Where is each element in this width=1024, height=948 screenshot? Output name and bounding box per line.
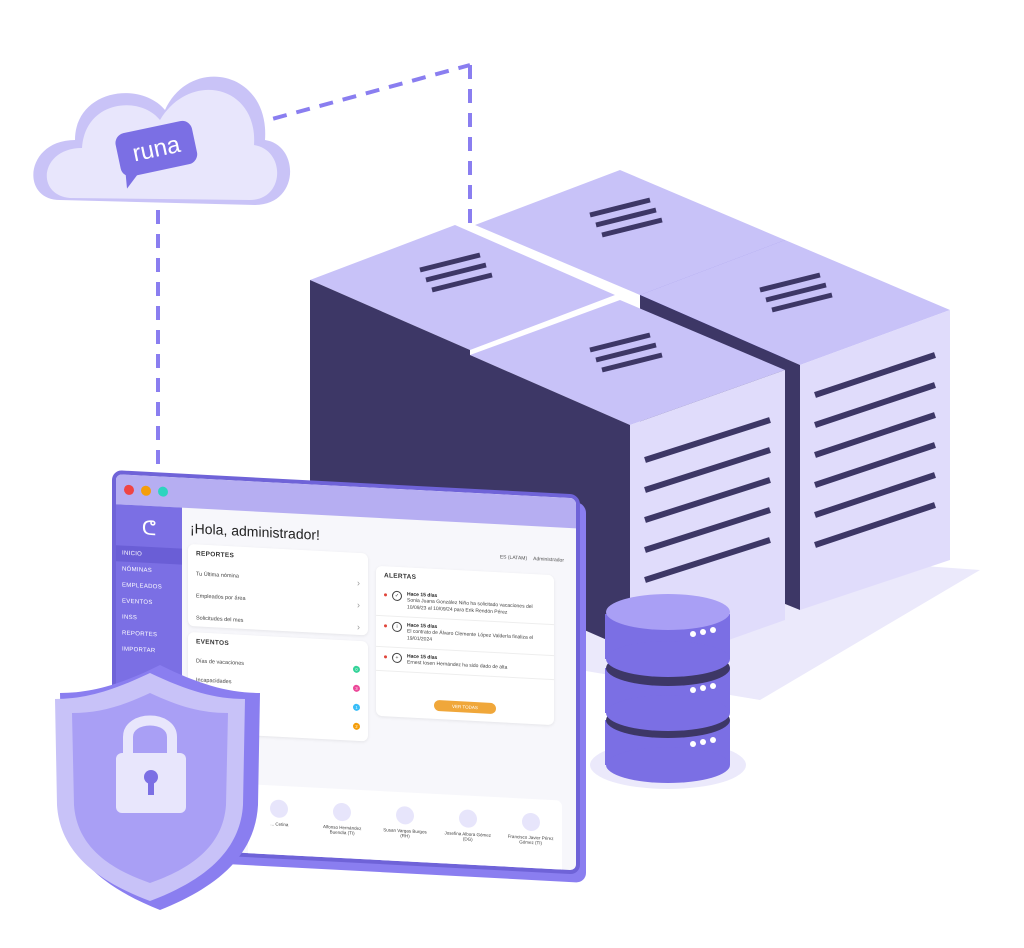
reportes-card: REPORTES Tu Última nómina› Empleados por… bbox=[188, 543, 368, 636]
user-add-icon: + bbox=[392, 652, 402, 664]
shield-lock-icon bbox=[55, 665, 260, 910]
see-all-button[interactable]: VER TODAS bbox=[434, 699, 496, 715]
chevron-right-icon: › bbox=[357, 577, 360, 588]
dashed-connector bbox=[156, 63, 472, 478]
avatar bbox=[270, 799, 289, 819]
person-card[interactable]: Josefina Albora Gómez (DG) bbox=[444, 808, 492, 874]
chevron-right-icon: › bbox=[357, 621, 360, 632]
avatar bbox=[333, 802, 352, 822]
database-icon bbox=[590, 594, 746, 789]
check-icon: ✓ bbox=[392, 590, 402, 602]
avatar bbox=[395, 805, 414, 825]
top-bar: ES (LATAM) Administrador bbox=[500, 554, 564, 563]
person-card[interactable]: Francisco Javier Pérez Gómez (TI) bbox=[507, 812, 555, 875]
alertas-title: ALERTAS bbox=[384, 572, 417, 581]
locale-select[interactable]: ES (LATAM) bbox=[499, 554, 528, 562]
user-menu[interactable]: Administrador bbox=[533, 556, 564, 564]
reportes-title: REPORTES bbox=[196, 550, 235, 560]
close-dot[interactable] bbox=[124, 484, 134, 496]
avatar bbox=[458, 809, 477, 829]
info-icon: i bbox=[392, 621, 402, 633]
maximize-dot[interactable] bbox=[158, 486, 168, 497]
chevron-right-icon: › bbox=[357, 599, 360, 610]
app-logo-icon: ᕦ bbox=[141, 517, 157, 541]
person-card[interactable]: Susan Vargas Burgos (RH) bbox=[381, 805, 429, 874]
minimize-dot[interactable] bbox=[141, 485, 151, 497]
eventos-title: EVENTOS bbox=[196, 638, 230, 648]
avatar bbox=[521, 812, 540, 832]
cloud-icon: runa bbox=[33, 76, 291, 206]
